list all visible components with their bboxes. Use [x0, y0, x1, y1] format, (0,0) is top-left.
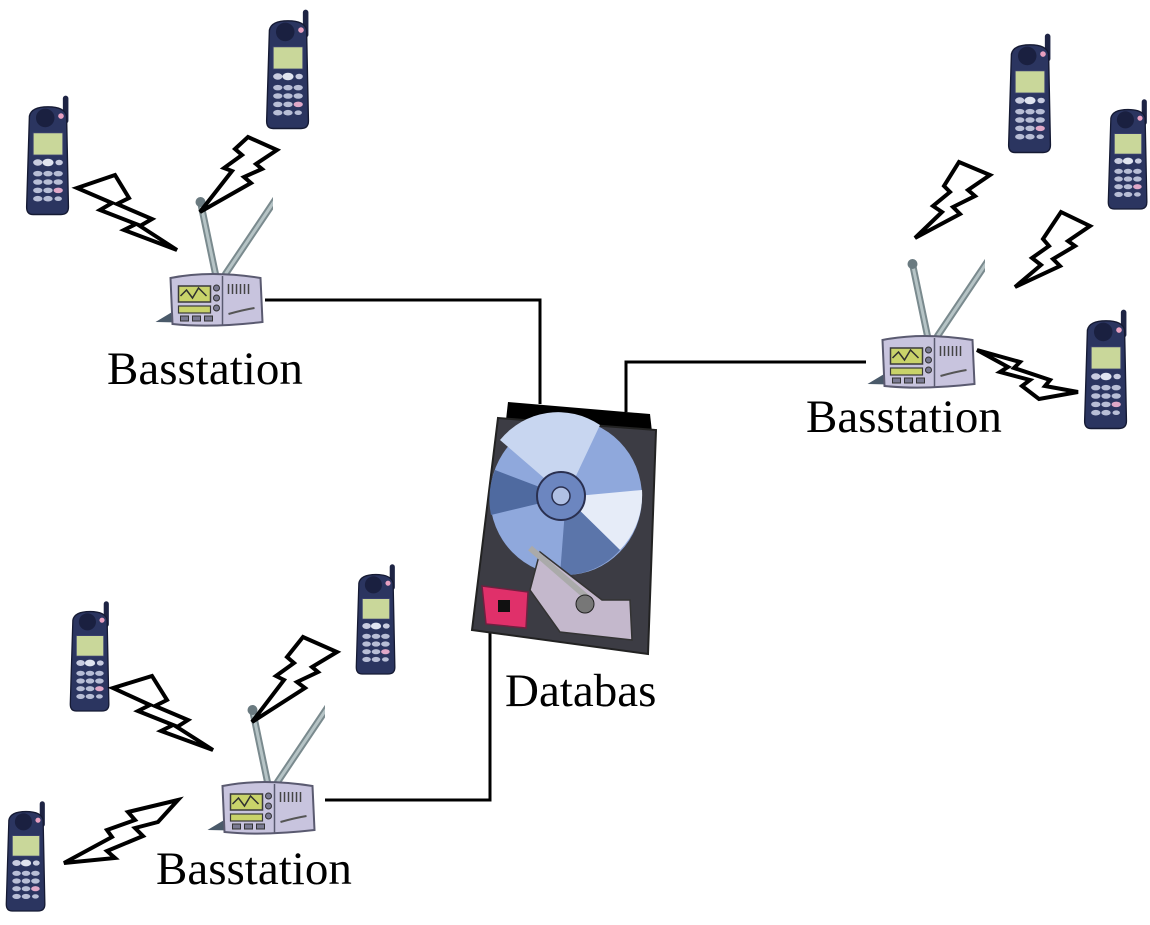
base-station-right	[868, 254, 993, 388]
mobile-phone-icon	[25, 94, 70, 216]
mobile-phone-icon	[5, 800, 46, 912]
base-station-bottom-left	[208, 700, 333, 834]
label-databas: Databas	[505, 665, 656, 717]
lightning-bolt-icon	[71, 172, 179, 252]
mobile-phone-icon	[1007, 32, 1052, 154]
database-hard-drive-icon	[470, 402, 658, 656]
label-basstation-bottom-left: Basstation	[156, 843, 352, 895]
base-station-top-left	[156, 192, 281, 326]
label-basstation-top-left: Basstation	[107, 343, 303, 395]
lightning-bolt-icon	[250, 634, 342, 724]
wire-top-left-to-database	[265, 298, 542, 404]
base-station-icon	[208, 700, 333, 834]
mobile-phone-icon	[355, 563, 396, 675]
lightning-bolt-icon	[913, 159, 995, 240]
lightning-bolt-icon	[1013, 209, 1094, 289]
wire-bottom-left-to-database	[325, 630, 492, 802]
mobile-phone-icon	[265, 8, 310, 130]
lightning-bolt-icon	[107, 673, 215, 752]
base-station-icon	[156, 192, 281, 326]
lightning-bolt-icon	[976, 348, 1079, 402]
mobile-phone-icon	[1107, 98, 1148, 210]
lightning-bolt-icon	[198, 134, 282, 214]
wire-right-to-database	[624, 360, 866, 412]
mobile-phone-icon	[69, 600, 110, 712]
base-station-icon	[868, 254, 993, 388]
label-basstation-right: Basstation	[806, 391, 1002, 443]
mobile-phone-icon	[1083, 308, 1128, 430]
lightning-bolt-icon	[63, 796, 184, 865]
